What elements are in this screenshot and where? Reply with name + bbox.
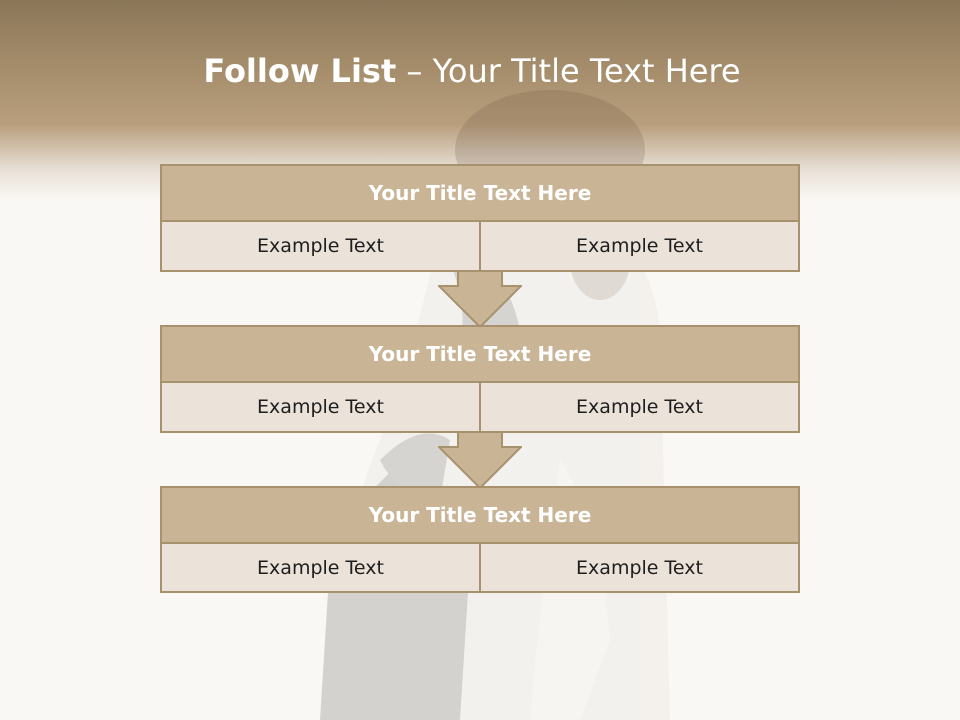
step-cell-left: Example Text bbox=[162, 222, 479, 270]
step-cell-right: Example Text bbox=[479, 544, 798, 591]
step-block-2: Your Title Text Here Example Text Exampl… bbox=[160, 325, 800, 433]
step-block-3: Your Title Text Here Example Text Exampl… bbox=[160, 486, 800, 593]
step-heading: Your Title Text Here bbox=[162, 166, 798, 222]
step-heading: Your Title Text Here bbox=[162, 488, 798, 544]
step-cell-left: Example Text bbox=[162, 544, 479, 591]
down-arrow-icon bbox=[438, 431, 522, 489]
title-rest: – Your Title Text Here bbox=[406, 52, 741, 90]
step-cell-right: Example Text bbox=[479, 383, 798, 431]
step-cell-left: Example Text bbox=[162, 383, 479, 431]
title-bold: Follow List bbox=[203, 52, 397, 90]
page-title: Follow List – Your Title Text Here bbox=[0, 52, 944, 90]
step-heading: Your Title Text Here bbox=[162, 327, 798, 383]
step-cell-right: Example Text bbox=[479, 222, 798, 270]
step-block-1: Your Title Text Here Example Text Exampl… bbox=[160, 164, 800, 272]
down-arrow-icon bbox=[438, 270, 522, 328]
